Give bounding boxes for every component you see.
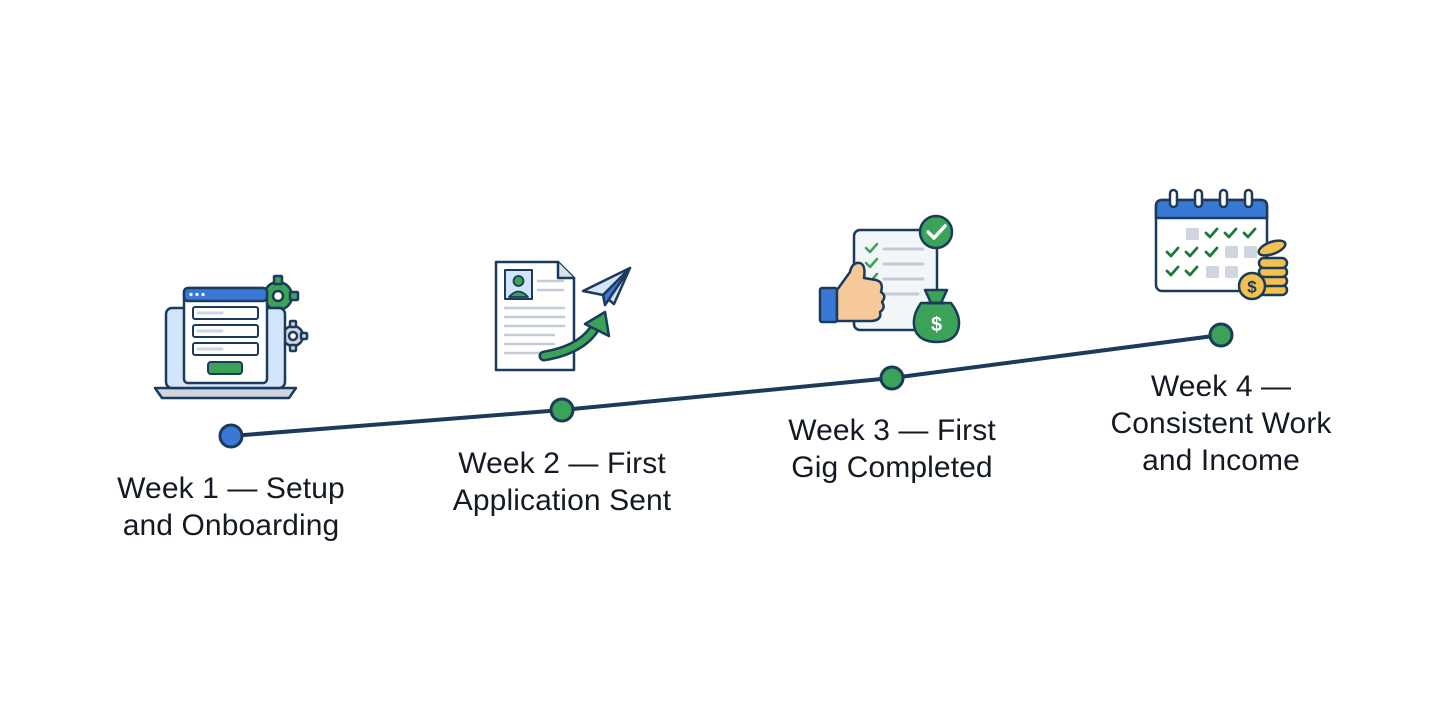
milestone-marker-week-4 — [1208, 322, 1234, 348]
svg-text:$: $ — [931, 314, 942, 336]
laptop-signup-form-gears-icon — [153, 274, 309, 400]
milestone-label-week-4: Week 4 — Consistent Work and Income — [1110, 370, 1332, 477]
thumbs-up-checklist-money-bag-icon: $ — [818, 214, 961, 344]
milestone-label-week-1: Week 1 — Setup and Onboarding — [117, 472, 345, 542]
svg-text:$: $ — [1247, 278, 1257, 297]
milestone-marker-week-3 — [879, 365, 905, 391]
milestone-marker-week-2 — [549, 397, 575, 423]
milestone-label-week-3: Week 3 — First Gig Completed — [788, 414, 996, 484]
milestone-label-week-2: Week 2 — First Application Sent — [452, 447, 672, 517]
calendar-checks-coins-icon: $ — [1154, 188, 1289, 301]
timeline-line — [229, 333, 1223, 438]
resume-send-arrow-icon — [494, 260, 632, 372]
milestone-marker-week-1 — [218, 423, 244, 449]
